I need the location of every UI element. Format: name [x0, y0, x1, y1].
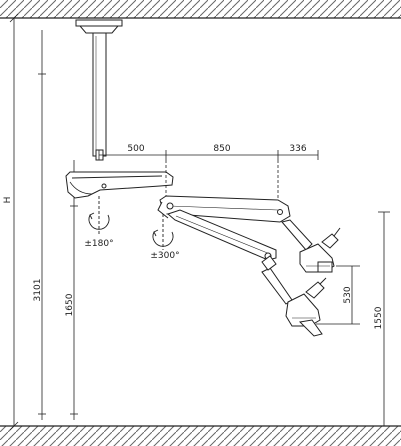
right-vertical-label-tall: 1550 [374, 306, 384, 329]
left-vertical-dimension-a [38, 30, 46, 420]
dimension-label-500: 500 [127, 144, 144, 154]
left-vertical-label-b: 1650 [65, 293, 75, 316]
ceiling-mount [75, 19, 123, 34]
right-vertical-dimension-tall [378, 211, 390, 426]
lower-rotation-label: ±300° [150, 251, 179, 261]
vertical-column [92, 32, 107, 161]
left-vertical-label-a: 3101 [33, 279, 43, 302]
right-vertical-dimension-small [316, 265, 360, 325]
microscope-upper-position [281, 219, 341, 273]
overall-height-label: H [3, 197, 13, 204]
microscope-lower-position [261, 255, 327, 337]
left-vertical-dimension-b [70, 160, 78, 420]
ceiling [0, 0, 401, 19]
dimension-label-336: 336 [289, 144, 306, 154]
upper-arm [65, 171, 174, 199]
right-vertical-label-small: 530 [343, 286, 353, 303]
upper-rotation-symbol [88, 196, 110, 236]
floor [0, 425, 401, 446]
lower-rotation-symbol [152, 214, 174, 250]
dimension-label-850: 850 [213, 144, 230, 154]
upper-rotation-label: ±180° [84, 239, 113, 249]
spring-arm [157, 195, 291, 261]
overall-height-dimension [9, 13, 19, 431]
